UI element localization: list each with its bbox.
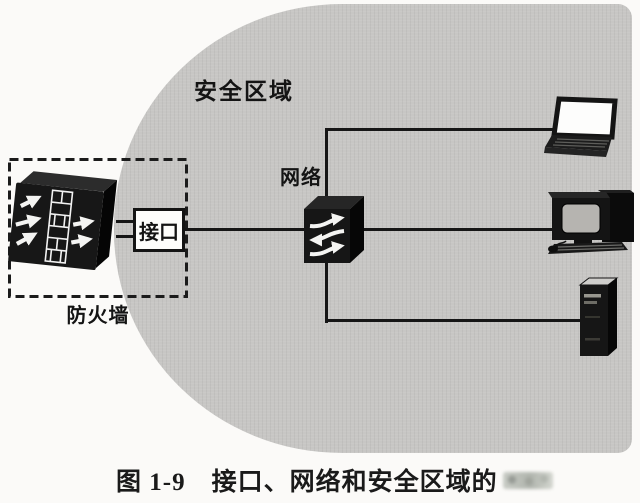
connection-line-top-branch [325, 128, 566, 131]
firewall-label: 防火墙 [66, 305, 130, 327]
connection-line-main [184, 228, 556, 231]
interface-label: 接口 [139, 221, 179, 244]
desktop-computer-icon [548, 190, 634, 254]
laptop-icon [544, 96, 618, 157]
figure-caption-text: 接口、网络和安全区域的 [211, 469, 498, 496]
firewall-interface-connector [116, 220, 134, 238]
server-tower-icon [578, 277, 619, 356]
firewall-icon [8, 171, 118, 271]
interface-box: 接口 [133, 208, 185, 252]
redacted-smudge [502, 471, 553, 489]
figure-number: 图 1-9 [116, 469, 186, 496]
connection-line-bottom-branch [325, 319, 582, 322]
network-label: 网络 [280, 167, 322, 189]
network-switch-icon [304, 196, 364, 263]
figure-caption: 图 1-9 接口、网络和安全区域的 [116, 462, 553, 498]
security-zone-label: 安全区域 [194, 78, 294, 104]
